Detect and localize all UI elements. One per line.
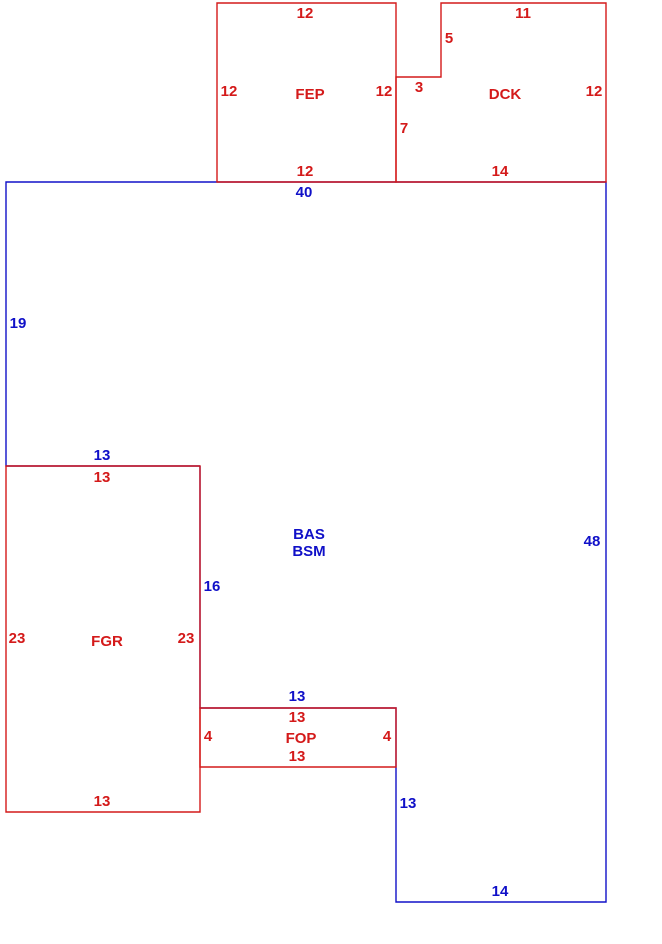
main-area-code-2: BSM: [292, 543, 325, 560]
dim-fep-left: 12: [221, 83, 238, 100]
dim-main-garage-right: 16: [204, 578, 221, 595]
fop-outline-path: [199, 707, 397, 768]
deck-outline: [395, 2, 607, 183]
deck-code: DCK: [489, 86, 522, 103]
dim-fop-right: 4: [383, 728, 392, 745]
dim-fop-left: 4: [204, 728, 213, 745]
garage-outline-path: [5, 465, 201, 813]
dim-fop-top: 13: [289, 709, 306, 726]
dim-main-garage-top: 13: [94, 447, 111, 464]
dim-dck-right: 12: [586, 83, 603, 100]
dim-main-step-right: 13: [400, 795, 417, 812]
dim-dck-notch-top: 5: [445, 30, 453, 47]
dim-dck-bottom: 14: [492, 163, 509, 180]
dim-dck-notch-side: 3: [415, 79, 423, 96]
dim-main-porch-top: 13: [289, 688, 306, 705]
dim-dck-left: 7: [400, 120, 408, 137]
garage-outline: [5, 465, 201, 813]
dim-fgr-top: 13: [94, 469, 111, 486]
dim-fgr-right: 23: [178, 630, 195, 647]
fep-code: FEP: [295, 86, 324, 103]
dim-main-left: 19: [10, 315, 27, 332]
dim-main-top: 40: [296, 184, 313, 201]
dim-fep-bottom: 12: [297, 163, 314, 180]
dim-main-right: 48: [584, 533, 601, 550]
dim-main-bottom: 14: [492, 883, 509, 900]
dim-fop-bottom: 13: [289, 748, 306, 765]
deck-outline-path: [395, 2, 607, 183]
dim-fep-right: 12: [376, 83, 393, 100]
dim-fgr-left: 23: [9, 630, 26, 647]
main-area-code-1: BAS: [293, 526, 325, 543]
dim-fgr-bottom: 13: [94, 793, 111, 810]
front-open-porch-outline: [199, 707, 397, 768]
fop-code: FOP: [286, 730, 317, 747]
garage-code: FGR: [91, 633, 123, 650]
dim-dck-top: 11: [515, 5, 531, 22]
dim-fep-top: 12: [297, 5, 314, 22]
